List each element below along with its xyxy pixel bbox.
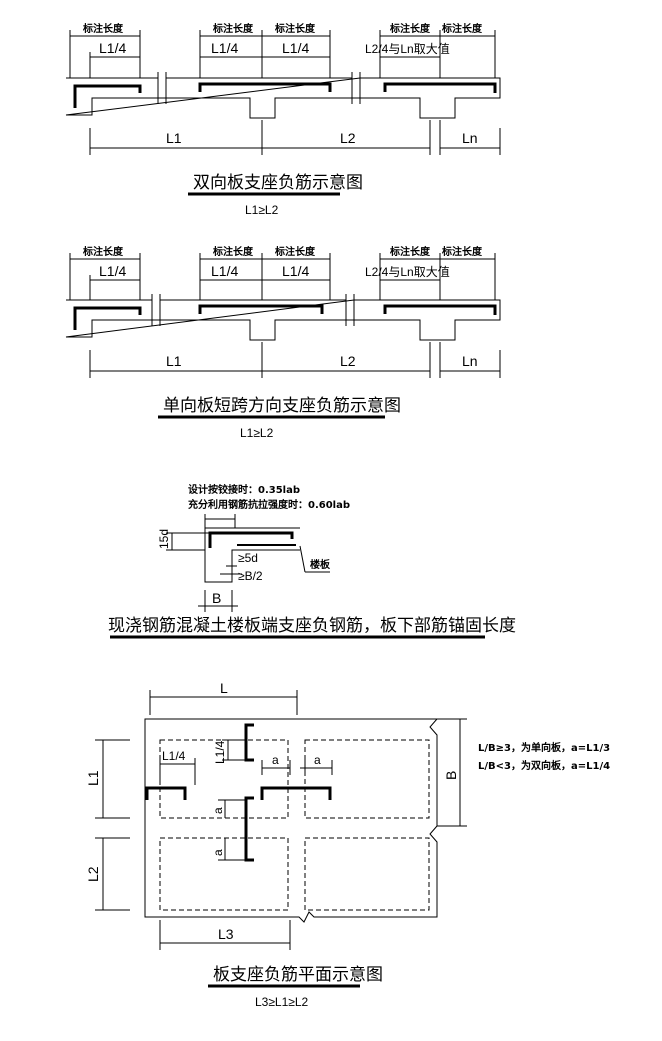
- section-title: 板支座负筋平面示意图: [213, 965, 383, 985]
- l1-quarter-label: L1/4: [99, 263, 126, 279]
- mark-length-label: 标注长度: [274, 22, 316, 35]
- dim-l-label: L: [220, 680, 228, 696]
- dim-a-label: a: [211, 807, 225, 814]
- l1-quarter-label: L1/4: [282, 263, 309, 279]
- section-title: 现浇钢筋混凝土楼板端支座负钢筋，板下部筋锚固长度: [108, 616, 516, 636]
- span-ln-label: Ln: [462, 353, 478, 369]
- dim-l1-label: L1: [85, 770, 101, 786]
- dim-b-label: B: [212, 590, 221, 606]
- span-l2-label: L2: [340, 353, 356, 369]
- dim-b-label: B: [443, 771, 459, 780]
- span-l1-label: L1: [166, 130, 182, 146]
- note-hinged: 设计按铰接时：0.35lab: [188, 483, 300, 496]
- mark-length-label: 标注长度: [441, 245, 483, 258]
- mark-length-label: 标注长度: [389, 245, 431, 258]
- mark-length-label: 标注长度: [212, 245, 254, 258]
- section-title: 双向板支座负筋示意图: [193, 173, 363, 193]
- rule-two-way: L/B<3，为双向板，a=L1/4: [478, 759, 610, 772]
- dim-l2-label: L2: [85, 866, 101, 882]
- mark-length-label: 标注长度: [274, 245, 316, 258]
- dim-a-label: a: [211, 849, 225, 856]
- l2-quarter-ln-label: L2/4与Ln取大值: [365, 264, 450, 279]
- section-title: 单向板短跨方向支座负筋示意图: [163, 396, 401, 416]
- span-l2-label: L2: [340, 130, 356, 146]
- section-subtitle: L3≥L1≥L2: [255, 995, 309, 1009]
- mark-length-label: 标注长度: [212, 22, 254, 35]
- mark-length-label: 标注长度: [389, 22, 431, 35]
- mark-length-label: 标注长度: [82, 245, 124, 258]
- rule-one-way: L/B≥3，为单向板，a=L1/3: [478, 741, 610, 754]
- section-end-support-detail: [110, 514, 485, 639]
- section-one-way-slab: [65, 253, 501, 419]
- dim-l1-quarter-label: L1/4: [162, 749, 186, 763]
- section-two-way-slab: [65, 30, 501, 196]
- dim-l1-quarter-vertical-label: L1/4: [213, 740, 227, 764]
- dim-b-half-label: ≥B/2: [238, 569, 263, 583]
- dim-a-label: a: [314, 753, 321, 767]
- l1-quarter-label: L1/4: [99, 40, 126, 56]
- span-ln-label: Ln: [462, 130, 478, 146]
- section-plan-view: [95, 690, 467, 988]
- l1-quarter-label: L1/4: [282, 40, 309, 56]
- note-full-strength: 充分利用钢筋抗拉强度时：0.60lab: [188, 498, 350, 511]
- l1-quarter-label: L1/4: [211, 263, 238, 279]
- span-l1-label: L1: [166, 353, 182, 369]
- dim-5d-label: ≥5d: [238, 551, 258, 565]
- dim-a-label: a: [272, 753, 279, 767]
- section-subtitle: L1≥L2: [245, 203, 279, 217]
- mark-length-label: 标注长度: [441, 22, 483, 35]
- section-subtitle: L1≥L2: [240, 426, 274, 440]
- slab-label: 楼板: [310, 558, 331, 571]
- l1-quarter-label: L1/4: [211, 40, 238, 56]
- mark-length-label: 标注长度: [82, 22, 124, 35]
- dim-l3-label: L3: [218, 926, 234, 942]
- l2-quarter-ln-label: L2/4与Ln取大值: [365, 41, 450, 56]
- dim-15d-label: 15d: [157, 529, 171, 549]
